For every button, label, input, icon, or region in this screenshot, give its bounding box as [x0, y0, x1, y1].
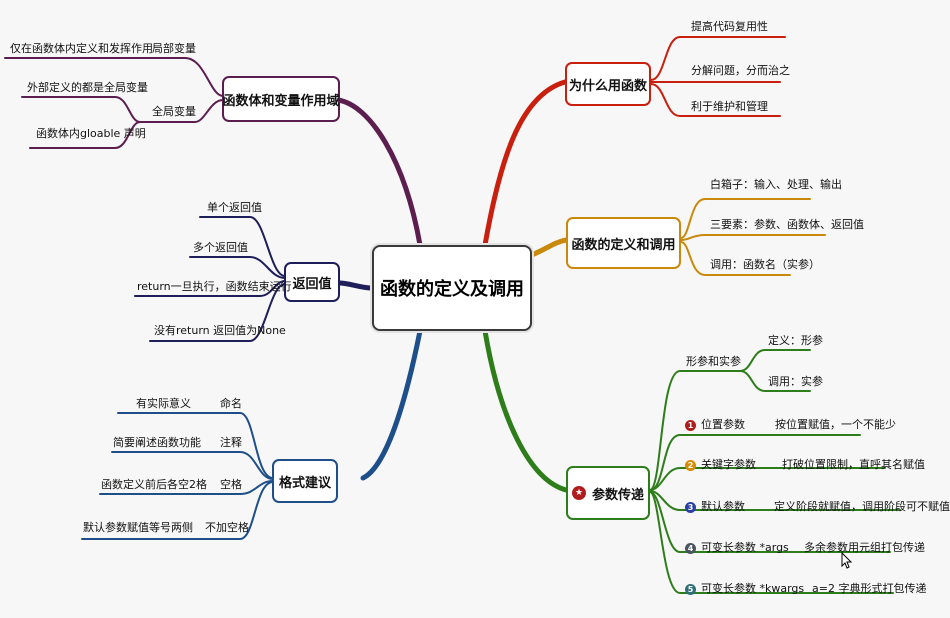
topic-definition[interactable]: 函数的定义和调用 — [566, 217, 681, 269]
return-item: 单个返回值 — [207, 201, 262, 214]
param-type-label: 默认参数 — [701, 500, 745, 513]
why-item: 利于维护和管理 — [691, 100, 768, 113]
topic-return[interactable]: 返回值 — [284, 262, 340, 302]
topic-parameters[interactable]: ★ 参数传递 — [566, 466, 650, 520]
why-item: 分解问题，分而治之 — [691, 64, 790, 77]
format-label: 不加空格 — [205, 521, 249, 534]
topic-scope[interactable]: 函数体和变量作用域 — [222, 76, 340, 122]
return-item: 多个返回值 — [193, 241, 248, 254]
params-formal-item: 调用：实参 — [768, 375, 823, 388]
why-item: 提高代码复用性 — [691, 20, 768, 33]
def-item: 三要素：参数、函数体、返回值 — [710, 218, 864, 231]
return-item: 没有return 返回值为None — [154, 324, 286, 337]
param-type-desc: 多余参数用元组打包传递 — [804, 541, 925, 554]
param-type-label: 位置参数 — [701, 418, 745, 431]
param-type-desc: a=2 字典形式打包传递 — [812, 582, 927, 595]
param-type-desc: 定义阶段就赋值，调用阶段可不赋值 — [774, 500, 950, 513]
format-desc: 简要阐述函数功能 — [113, 436, 201, 449]
scope-global-item: 外部定义的都是全局变量 — [27, 81, 148, 94]
format-desc: 有实际意义 — [136, 397, 191, 410]
star-icon: ★ — [571, 486, 586, 500]
format-desc: 函数定义前后各空2格 — [101, 478, 207, 491]
number-1-icon: 1 — [685, 420, 696, 431]
format-label: 命名 — [220, 397, 242, 410]
def-item: 白箱子：输入、处理、输出 — [710, 178, 842, 191]
topic-format[interactable]: 格式建议 — [272, 459, 338, 503]
return-item: return一旦执行，函数结束运行 — [137, 280, 292, 293]
number-5-icon: 5 — [685, 584, 696, 595]
scope-global-label: 全局变量 — [152, 105, 196, 118]
param-type-desc: 打破位置限制，直呼其名赋值 — [782, 458, 925, 471]
topic-why[interactable]: 为什么用函数 — [565, 62, 651, 106]
params-formal-item: 定义：形参 — [768, 334, 823, 347]
scope-global-item: 函数体内gloable 声明 — [36, 127, 146, 140]
params-formal-label: 形参和实参 — [686, 355, 741, 368]
mouse-cursor-icon — [841, 551, 853, 569]
number-2-icon: 2 — [685, 460, 696, 471]
param-type-label: 可变长参数 *kwargs — [701, 582, 805, 595]
central-topic[interactable]: 函数的定义及调用 — [372, 245, 532, 331]
connector-lines — [4, 36, 901, 594]
format-desc: 默认参数赋值等号两侧 — [83, 521, 193, 534]
format-label: 空格 — [220, 478, 242, 491]
def-item: 调用：函数名（实参） — [710, 258, 820, 271]
param-type-desc: 按位置赋值，一个不能少 — [775, 418, 896, 431]
number-4-icon: 4 — [685, 543, 696, 554]
topic-parameters-label: 参数传递 — [591, 487, 644, 503]
format-label: 注释 — [220, 436, 242, 449]
scope-local-label: 局部变量 — [152, 42, 196, 55]
scope-local-desc: 仅在函数体内定义和发挥作用 — [10, 42, 153, 55]
param-type-label: 可变长参数 *args — [701, 541, 789, 554]
param-type-label: 关键字参数 — [701, 458, 756, 471]
number-3-icon: 3 — [685, 502, 696, 513]
